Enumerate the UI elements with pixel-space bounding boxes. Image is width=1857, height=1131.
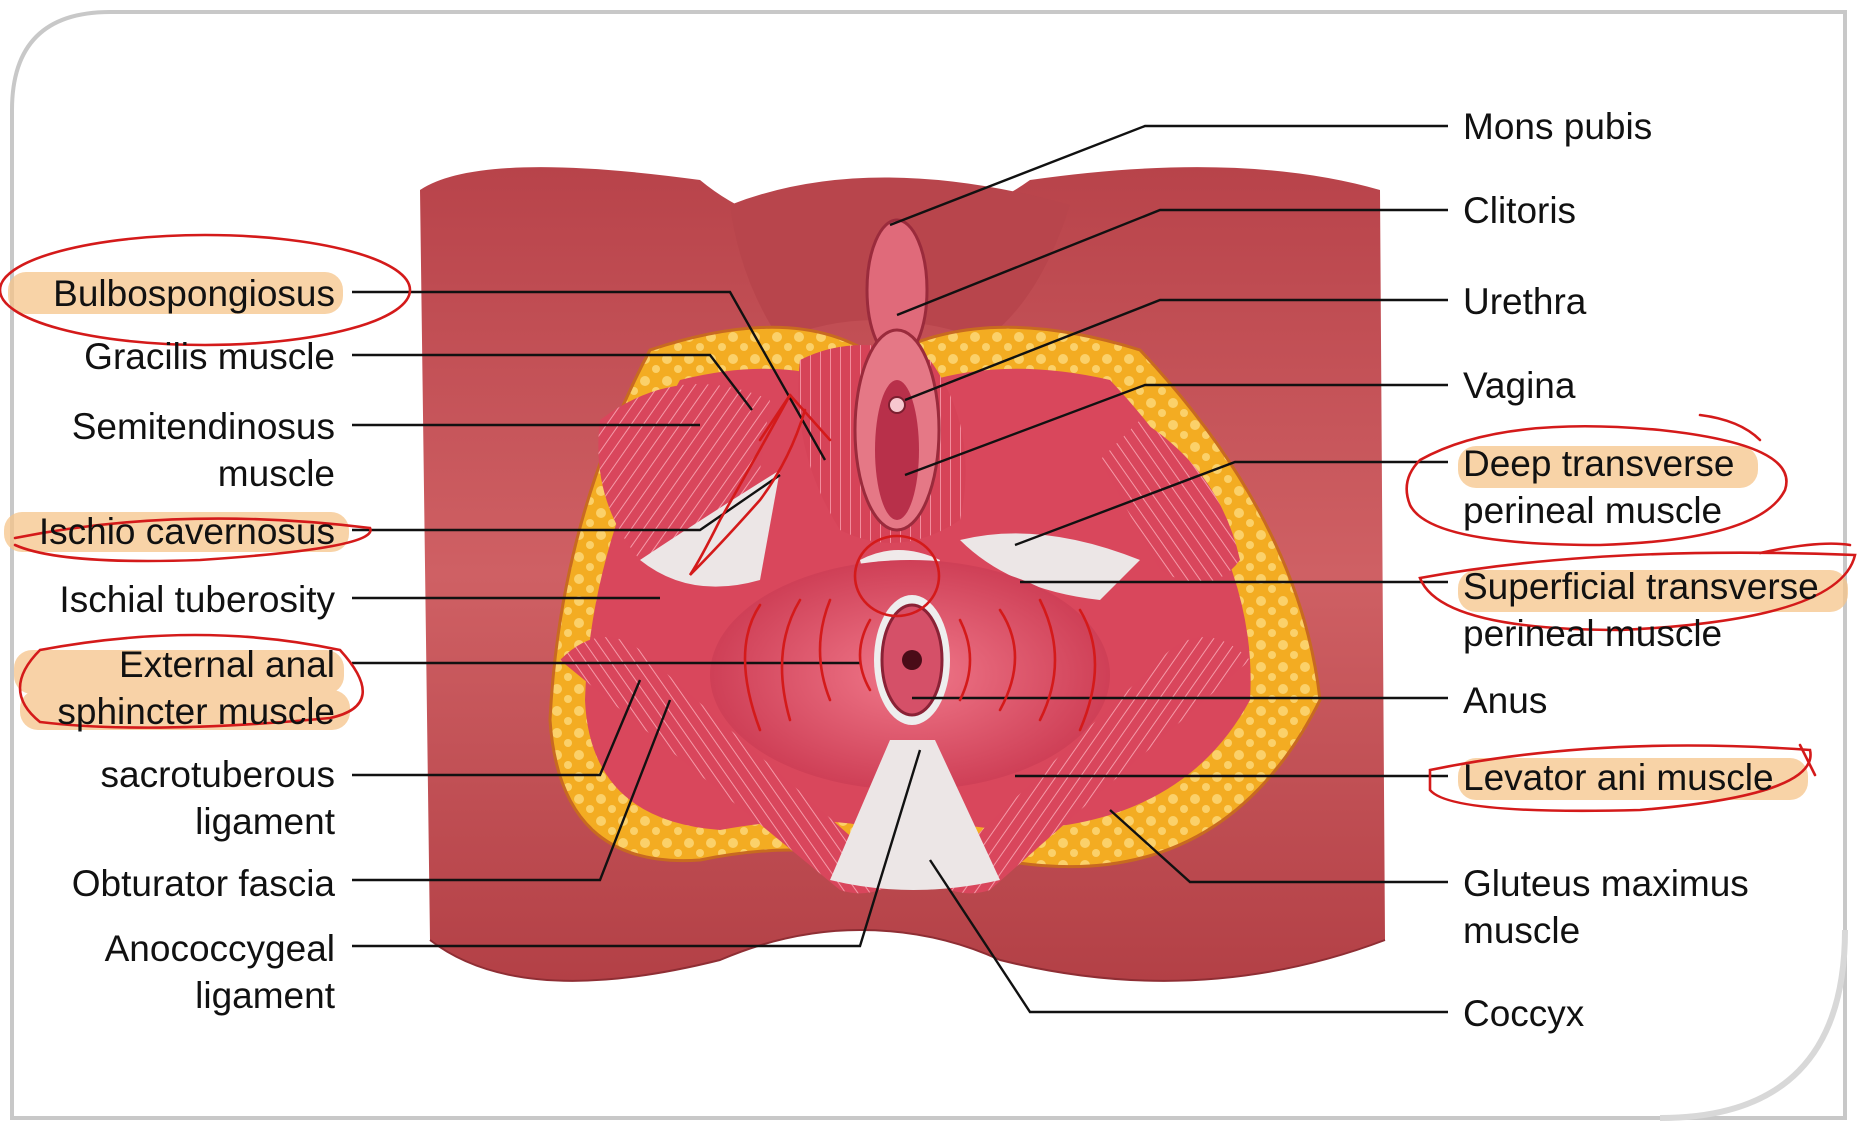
label-ischio-cavernosus: Ischio cavernosus	[39, 508, 335, 555]
label-semitendinosus-muscle: Semitendinosus muscle	[72, 403, 335, 498]
label-coccyx: Coccyx	[1463, 990, 1584, 1037]
anatomy-illustration	[420, 167, 1385, 981]
label-anus: Anus	[1463, 677, 1547, 724]
label-vagina: Vagina	[1463, 362, 1575, 409]
label-mons-pubis: Mons pubis	[1463, 103, 1652, 150]
label-sacrotuberous-ligament: sacrotuberous ligament	[101, 751, 335, 846]
label-superficial-transverse-perineal: Superficial transverse perineal muscle	[1463, 563, 1819, 658]
label-clitoris: Clitoris	[1463, 187, 1576, 234]
label-gluteus-maximus-muscle: Gluteus maximus muscle	[1463, 860, 1749, 955]
label-bulbospongiosus: Bulbospongiosus	[53, 270, 335, 317]
label-levator-ani-muscle: Levator ani muscle	[1463, 754, 1774, 801]
label-urethra: Urethra	[1463, 278, 1586, 325]
label-external-anal-sphincter: External anal sphincter muscle	[57, 641, 335, 736]
label-anococcygeal-ligament: Anococcygeal ligament	[105, 925, 335, 1020]
label-deep-transverse-perineal: Deep transverse perineal muscle	[1463, 440, 1734, 535]
label-gracilis-muscle: Gracilis muscle	[84, 333, 335, 380]
label-obturator-fascia: Obturator fascia	[72, 860, 335, 907]
slide-corner-accent	[1660, 930, 1845, 1118]
label-ischial-tuberosity: Ischial tuberosity	[59, 576, 335, 623]
